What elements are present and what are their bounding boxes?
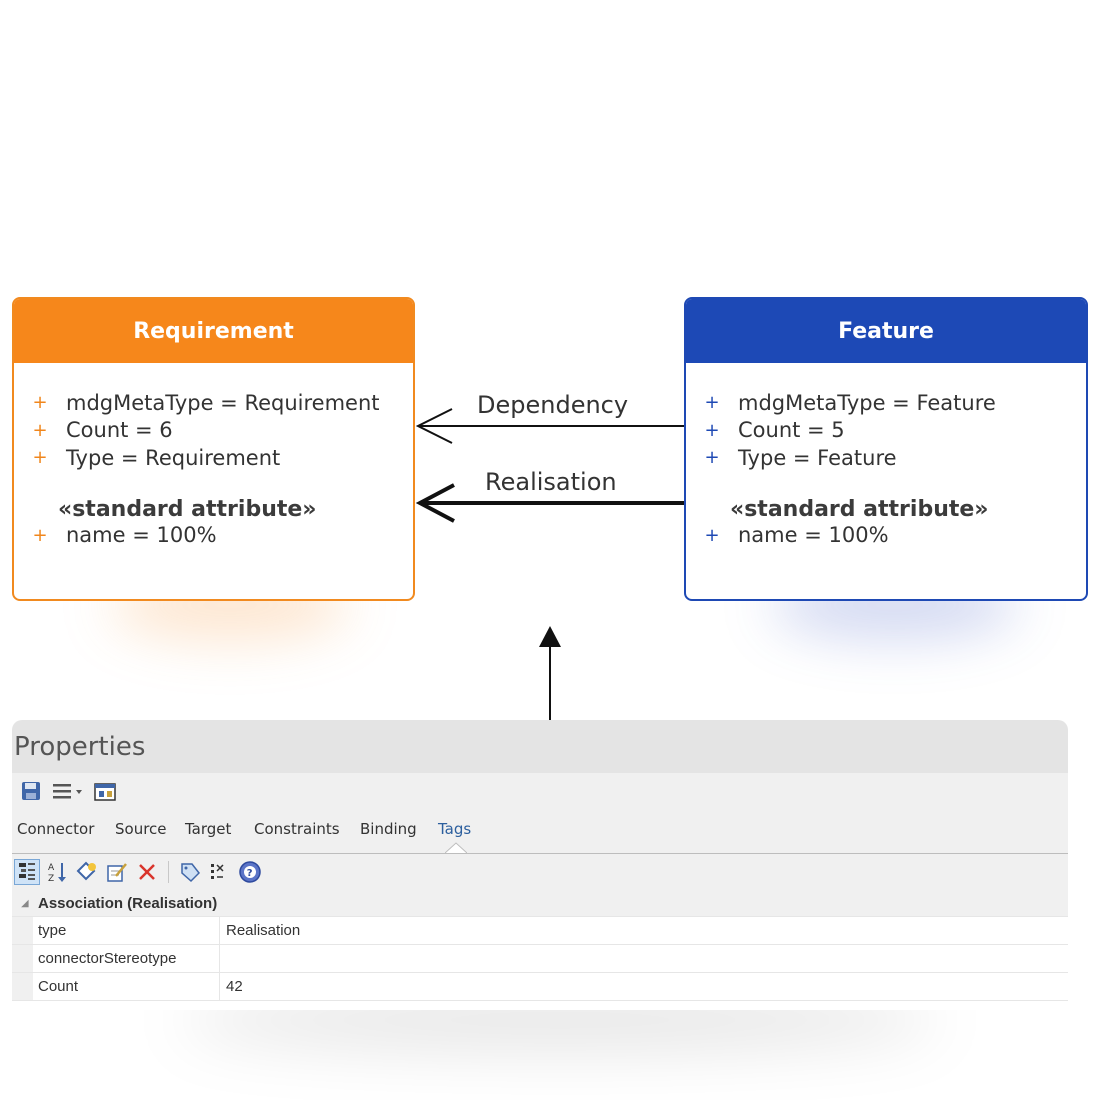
requirement-class-body: + mdgMetaType = Requirement + Count = 6 … — [14, 363, 413, 549]
properties-title: Properties — [14, 731, 146, 762]
property-name: Count — [33, 973, 220, 1000]
toolbar-divider — [168, 861, 169, 883]
edit-note-icon[interactable] — [104, 859, 130, 885]
public-visibility-icon: + — [704, 419, 720, 441]
requirement-attribute-text: mdgMetaType = Requirement — [66, 390, 380, 415]
property-value[interactable]: Realisation — [226, 922, 301, 939]
feature-stereo-attribute: + name = 100% — [686, 522, 1086, 550]
callout-arrow — [539, 626, 561, 720]
row-gutter — [12, 973, 33, 1000]
property-name: connectorStereotype — [33, 945, 220, 972]
menu-dropdown-icon[interactable] — [50, 778, 86, 804]
requirement-stereo-attribute: + name = 100% — [14, 522, 413, 550]
feature-class-title: Feature — [838, 318, 934, 344]
dependency-label: Dependency — [477, 391, 629, 419]
property-value[interactable]: 42 — [226, 978, 243, 995]
checklist-icon[interactable] — [207, 859, 233, 885]
open-arrowhead-icon — [415, 483, 455, 523]
tab-source[interactable]: Source — [115, 820, 167, 838]
properties-toolbar — [12, 773, 1068, 809]
public-visibility-icon: + — [32, 392, 48, 414]
diagram-properties-icon[interactable] — [92, 778, 118, 804]
requirement-class-header: Requirement — [14, 299, 413, 363]
public-visibility-icon: + — [704, 524, 720, 546]
requirement-class[interactable]: Requirement + mdgMetaType = Requirement … — [12, 297, 415, 601]
feature-attribute: + Count = 5 — [686, 417, 1086, 445]
svg-text:A: A — [48, 863, 55, 873]
public-visibility-icon: + — [704, 392, 720, 414]
feature-attribute-text: mdgMetaType = Feature — [738, 390, 996, 415]
svg-text:Z: Z — [48, 874, 54, 883]
property-group-label: Association (Realisation) — [38, 894, 218, 912]
tab-target[interactable]: Target — [185, 820, 232, 838]
requirement-stereo-attribute-text: name = 100% — [66, 523, 217, 548]
svg-text:?: ? — [247, 868, 253, 879]
active-tab-pointer — [445, 842, 467, 854]
property-value[interactable] — [220, 945, 1068, 972]
feature-class[interactable]: Feature + mdgMetaType = Feature + Count … — [684, 297, 1088, 601]
table-row[interactable]: connectorStereotype — [12, 944, 1068, 972]
categorized-view-icon[interactable] — [14, 859, 40, 885]
row-gutter — [12, 945, 33, 972]
table-row[interactable]: type Realisation — [12, 916, 1068, 944]
requirement-attribute: + Type = Requirement — [14, 444, 413, 472]
public-visibility-icon: + — [32, 447, 48, 469]
requirement-stereotype: «standard attribute» — [58, 496, 317, 522]
public-visibility-icon: + — [704, 447, 720, 469]
feature-attribute-text: Type = Feature — [738, 445, 897, 470]
requirement-attribute-text: Type = Requirement — [66, 445, 281, 470]
requirement-attribute: + mdgMetaType = Requirement — [14, 389, 413, 417]
help-icon[interactable]: ? — [237, 859, 263, 885]
tab-binding[interactable]: Binding — [360, 820, 417, 838]
tag-set-icon[interactable] — [177, 859, 203, 885]
table-row[interactable]: Count 42 — [12, 972, 1068, 1001]
realisation-label: Realisation — [485, 468, 617, 496]
arrow-up-icon — [539, 626, 561, 647]
properties-window: Properties Connector Source Target Const… — [12, 720, 1068, 1010]
delete-icon[interactable] — [134, 859, 160, 885]
row-gutter — [12, 917, 33, 944]
feature-attribute-text: Count = 5 — [738, 418, 845, 443]
open-arrowhead-icon — [415, 408, 453, 444]
property-group-header[interactable]: ◢ Association (Realisation) — [12, 890, 1068, 916]
collapse-triangle-icon[interactable]: ◢ — [21, 897, 29, 908]
feature-class-body: + mdgMetaType = Feature + Count = 5 + Ty… — [686, 363, 1086, 549]
properties-title-bar: Properties — [12, 720, 1068, 773]
tab-constraints[interactable]: Constraints — [254, 820, 340, 838]
save-icon[interactable] — [18, 778, 44, 804]
tab-connector[interactable]: Connector — [17, 820, 95, 838]
property-name: type — [33, 917, 220, 944]
properties-tabs: Connector Source Target Constraints Bind… — [12, 809, 1068, 854]
requirement-attribute: + Count = 6 — [14, 417, 413, 445]
tab-tags[interactable]: Tags — [438, 820, 472, 838]
requirement-attribute-text: Count = 6 — [66, 418, 173, 443]
public-visibility-icon: + — [32, 524, 48, 546]
feature-class-header: Feature — [686, 299, 1086, 363]
feature-attribute: + mdgMetaType = Feature — [686, 389, 1086, 417]
feature-stereotype: «standard attribute» — [730, 496, 989, 522]
new-tag-icon[interactable] — [74, 859, 100, 885]
requirement-class-title: Requirement — [133, 318, 294, 344]
feature-stereo-attribute-text: name = 100% — [738, 523, 889, 548]
public-visibility-icon: + — [32, 419, 48, 441]
feature-attribute: + Type = Feature — [686, 444, 1086, 472]
